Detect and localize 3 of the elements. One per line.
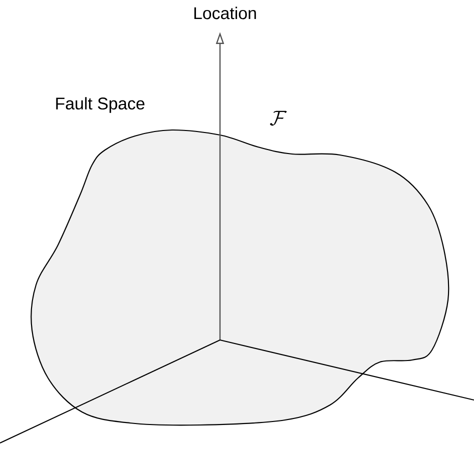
math-symbol: $\mathcal{F}$ bbox=[270, 110, 287, 126]
axis-label: Location bbox=[194, 6, 256, 20]
region-label: Fault Space bbox=[56, 97, 144, 113]
